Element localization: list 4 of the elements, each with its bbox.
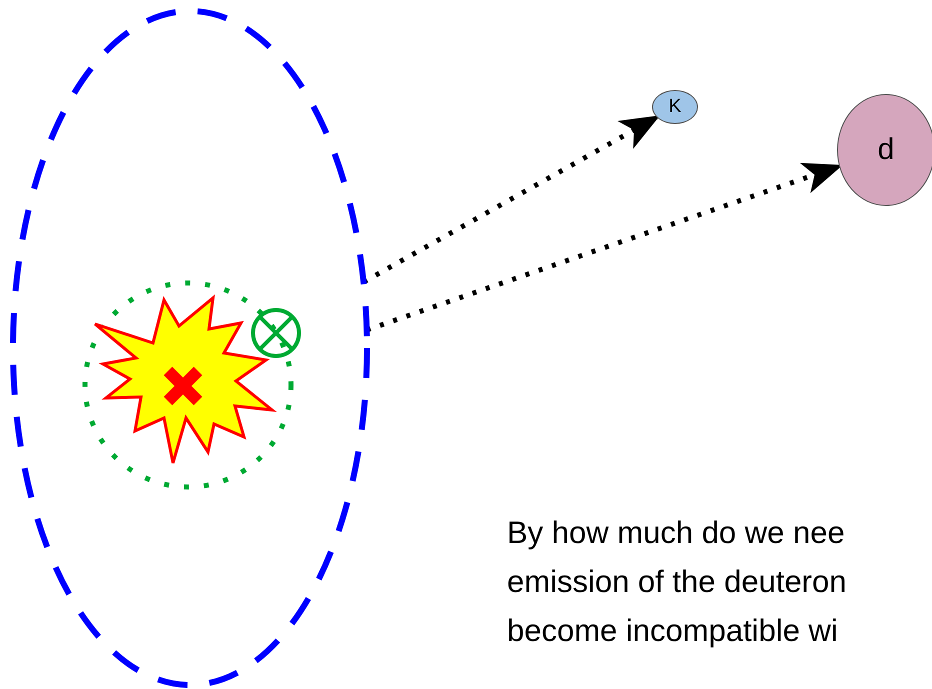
particle-label: d: [878, 133, 894, 167]
particle-label: K: [668, 96, 682, 118]
question-text: By how much do we nee emission of the deuteron become incompatible wi: [507, 514, 848, 650]
particle-ellipse: [652, 90, 698, 124]
